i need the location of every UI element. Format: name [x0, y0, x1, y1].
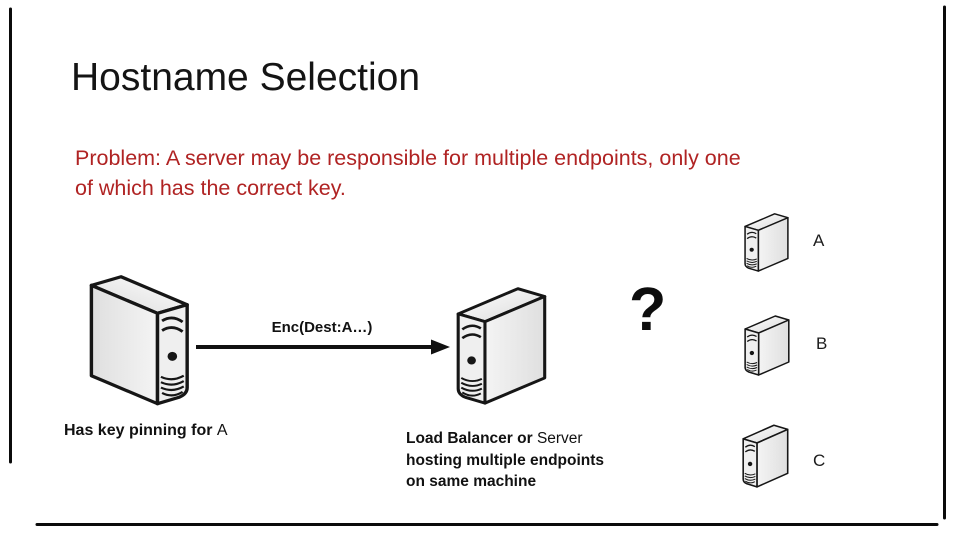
load-balancer-caption-line-1-bold: Load Balancer or [406, 430, 537, 447]
load-balancer-caption-line-1: Load Balancer or Server [406, 428, 604, 450]
problem-line-2: of which has the correct key. [75, 176, 346, 200]
left-server-caption-regular: A [216, 422, 228, 439]
left-server-caption-bold: Has key pinning for [64, 422, 217, 439]
load-balancer-caption-line-1-regular: Server [536, 430, 583, 447]
endpoint-a-server-icon [744, 213, 789, 272]
question-mark: ? [629, 275, 667, 343]
load-balancer-caption-line-2: hosting multiple endpoints [406, 451, 605, 469]
load-balancer-caption-line-3: on same machine [406, 473, 537, 490]
arrow-label: Enc(Dest:A…) [271, 319, 373, 336]
endpoint-label-a: A [813, 231, 825, 250]
client-server-icon [89, 275, 189, 406]
slide-title: Hostname Selection [71, 56, 421, 99]
endpoint-b-server-icon [744, 315, 790, 376]
problem-line-1: Problem: A server may be responsible for… [75, 146, 741, 170]
problem-statement: Problem: A server may be responsible for… [75, 143, 741, 203]
load-balancer-server-icon [456, 287, 547, 405]
left-server-caption: Has key pinning for A [64, 422, 228, 440]
endpoint-label-b: B [816, 334, 828, 353]
endpoint-c-server-icon [742, 424, 789, 488]
endpoint-label-c: C [813, 451, 826, 470]
load-balancer-caption: Load Balancer or Server hosting multiple… [406, 428, 604, 493]
